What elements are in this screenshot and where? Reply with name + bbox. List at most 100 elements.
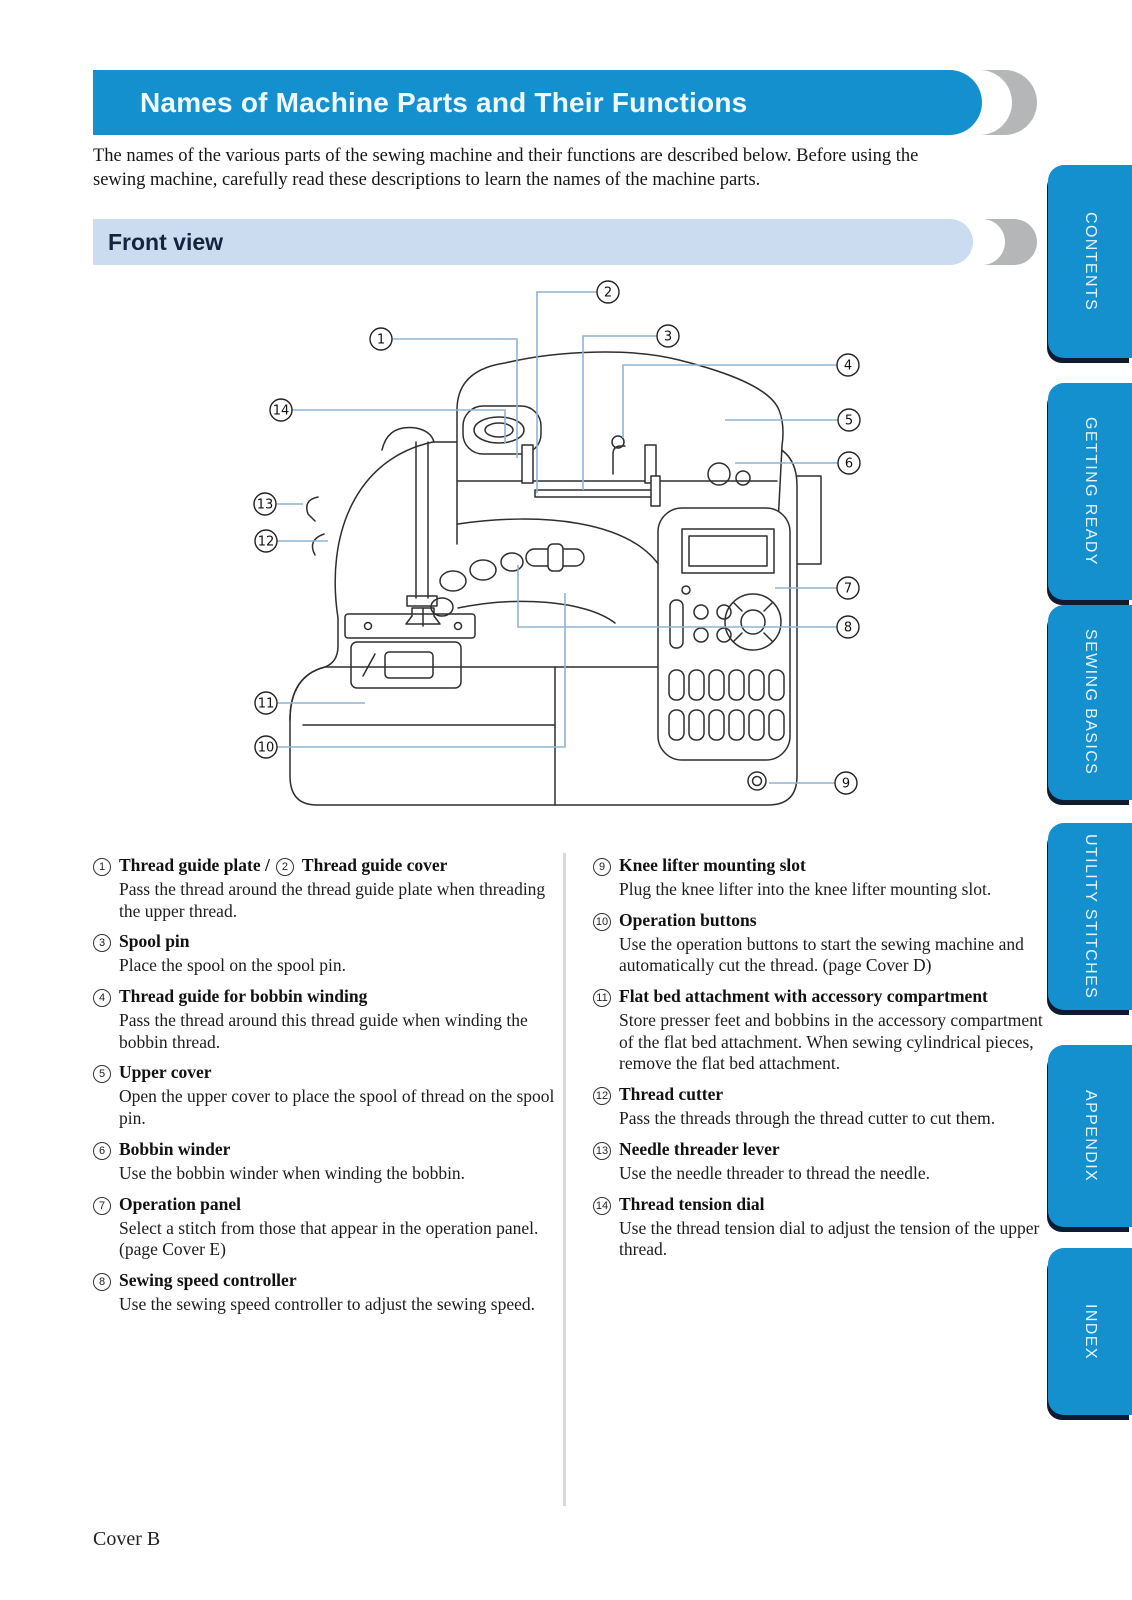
- part-number: 10: [593, 912, 611, 931]
- callout-6: 6: [845, 457, 853, 472]
- callout-3: 3: [664, 330, 672, 345]
- handle: [381, 426, 435, 451]
- bobbin-winder: [707, 462, 731, 486]
- tab-label: SEWING BASICS: [1082, 629, 1099, 776]
- part-number: 1: [93, 858, 111, 876]
- needle-plate: [344, 613, 476, 639]
- part-name: Thread guide plate /: [119, 855, 270, 875]
- part-description: Use the needle threader to thread the ne…: [619, 1162, 930, 1183]
- tab-label: UTILITY STITCHES: [1082, 833, 1099, 1000]
- part-description: Select a stitch from those that appear i…: [119, 1217, 539, 1260]
- thread-guide-plate: [521, 444, 534, 484]
- part-item: 12 Thread cutter Pass the threads through…: [593, 1082, 1045, 1130]
- part-name: Thread cutter: [619, 1084, 724, 1105]
- tab-sewing-basics[interactable]: SEWING BASICS: [1048, 605, 1132, 800]
- tab-getting-ready[interactable]: GETTING READY: [1048, 383, 1132, 600]
- part-number: 12: [593, 1087, 611, 1106]
- selection-dial: [724, 593, 782, 651]
- bobbin-cover: [350, 641, 462, 689]
- sewing-machine-illustration: 1 2 3 4 5 6 7 8 9 10 11 12 13 14: [253, 280, 861, 806]
- part-name: Upper cover: [119, 1062, 212, 1083]
- part-number: 5: [93, 1065, 111, 1084]
- operation-buttons: [439, 570, 467, 592]
- callout-4: 4: [844, 359, 852, 374]
- part-name: Sewing speed controller: [119, 1269, 297, 1290]
- callout-10: 10: [258, 741, 275, 756]
- tab-label: CONTENTS: [1082, 211, 1099, 312]
- tab-appendix[interactable]: APPENDIX: [1048, 1045, 1132, 1227]
- tab-index[interactable]: INDEX: [1048, 1248, 1132, 1415]
- part-name: Operation panel: [119, 1193, 242, 1214]
- thread-tension-dial: [484, 422, 514, 438]
- part-item: 1 Thread guide plate / 2 Thread guide cover…: [93, 853, 555, 922]
- callout-8: 8: [844, 621, 852, 636]
- part-name: Flat bed attachment with accessory compa…: [619, 986, 988, 1007]
- part-number: 7: [93, 1196, 111, 1215]
- flat-bed-attachment: [289, 666, 556, 806]
- callout-1: 1: [377, 333, 385, 348]
- tab-contents[interactable]: CONTENTS: [1048, 165, 1132, 358]
- page-number: Cover B: [93, 1528, 161, 1550]
- part-description: Use the sewing speed controller to adjus…: [119, 1293, 536, 1314]
- part-item: 10 Operation buttons Use the operation bu…: [593, 908, 1045, 977]
- callout-9: 9: [842, 777, 850, 792]
- part-description: Use the operation buttons to start the s…: [619, 933, 1024, 976]
- part-number: 8: [93, 1272, 111, 1291]
- knee-lifter-slot: [747, 771, 767, 791]
- part-number: 4: [93, 989, 111, 1008]
- callout-14: 14: [273, 404, 290, 419]
- section-title: Front view: [108, 228, 224, 255]
- callout-2: 2: [604, 286, 612, 301]
- page-title: Names of Machine Parts and Their Functio…: [140, 86, 748, 118]
- part-item: 11 Flat bed attachment with accessory com…: [593, 984, 1045, 1075]
- part-item: 8 Sewing speed controller Use the sewing …: [93, 1268, 555, 1316]
- tab-utility-stitches[interactable]: UTILITY STITCHES: [1048, 823, 1132, 1010]
- part-number: 6: [93, 1141, 111, 1160]
- callout-12: 12: [258, 535, 275, 550]
- part-number: 3: [93, 934, 111, 953]
- part-description: Store presser feet and bobbins in the ac…: [619, 1010, 1043, 1074]
- part-number: 14: [593, 1196, 611, 1215]
- callout-5: 5: [845, 414, 853, 429]
- part-number: 13: [593, 1141, 611, 1160]
- part-item: 7 Operation panel Select a stitch from th…: [93, 1192, 555, 1261]
- part-name: Knee lifter mounting slot: [619, 855, 806, 875]
- part-name: Thread guide cover: [301, 855, 448, 875]
- part-name: Operation buttons: [619, 909, 757, 930]
- banner-bar: Names of Machine Parts and Their Functio…: [93, 70, 982, 135]
- part-description: Pass the threads through the thread cutt…: [619, 1108, 996, 1129]
- lcd-screen: [681, 528, 775, 574]
- column-divider: [563, 853, 566, 1506]
- part-name: Bobbin winder: [119, 1138, 231, 1159]
- tab-label: APPENDIX: [1082, 1089, 1099, 1183]
- front-view-header: Front view: [93, 219, 1037, 265]
- part-name: Needle threader lever: [619, 1138, 780, 1159]
- part-number: 9: [593, 858, 611, 876]
- part-number: 2: [275, 858, 294, 876]
- front-view-diagram: 1 2 3 4 5 6 7 8 9 10 11 12 13 14: [85, 278, 1045, 833]
- part-description: Place the spool on the spool pin.: [119, 955, 346, 976]
- part-name: Thread tension dial: [619, 1193, 765, 1214]
- callout-leader-lines: [276, 291, 838, 784]
- part-description: Pass the thread around this thread guide…: [119, 1010, 528, 1052]
- parts-list-left: 1 Thread guide plate / 2 Thread guide cover…: [93, 853, 555, 1323]
- section-bar: Front view: [93, 219, 973, 265]
- page-title-banner: Names of Machine Parts and Their Functio…: [93, 70, 1037, 135]
- tab-label: INDEX: [1082, 1303, 1099, 1360]
- part-name: Spool pin: [119, 931, 190, 952]
- callouts: 1 2 3 4 5 6 7 8 9 10 11 12 13 14: [253, 280, 861, 795]
- part-item: 9 Knee lifter mounting slot Plug the knee…: [593, 853, 1045, 901]
- callout-11: 11: [258, 697, 275, 712]
- tab-label: GETTING READY: [1082, 417, 1099, 566]
- part-item: 13 Needle threader lever Use the needle t…: [593, 1137, 1045, 1185]
- part-number: 11: [593, 989, 611, 1008]
- part-description: Pass the thread around the thread guide …: [119, 879, 546, 921]
- intro-paragraph: The names of the various parts of the se…: [93, 146, 919, 191]
- thread-cutter: [311, 533, 325, 556]
- spool-pin: [534, 489, 656, 498]
- part-description: Plug the knee lifter into the knee lifte…: [619, 879, 992, 899]
- parts-list-right: 9 Knee lifter mounting slot Plug the knee…: [593, 853, 1045, 1268]
